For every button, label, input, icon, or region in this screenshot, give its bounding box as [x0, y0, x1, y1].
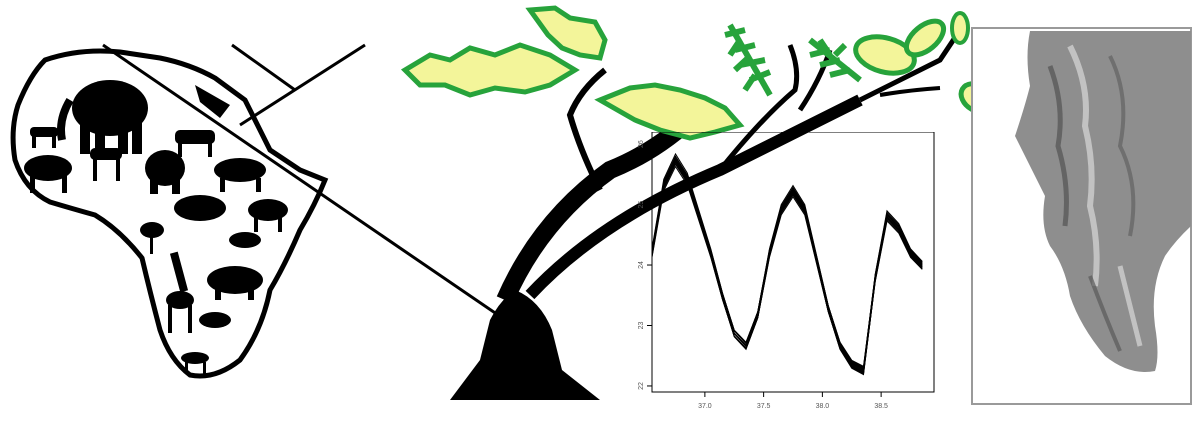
bird-icon [195, 85, 230, 118]
series-layer [651, 152, 923, 376]
compound-leaf-icon [724, 23, 773, 97]
plot-frame [651, 131, 935, 393]
x-tick-label: 38.5 [874, 403, 888, 410]
tree-trunk [450, 290, 600, 400]
x-axis-ticks: 37.0 37.5 38.0 38.5 [698, 392, 888, 410]
elephant-icon [57, 80, 148, 154]
hyena-icon [175, 130, 215, 157]
serrated-leaf-icon [400, 42, 580, 98]
africa-map [10, 48, 329, 379]
antelope-icon [90, 148, 122, 181]
y-tick-label: 24 [638, 261, 645, 269]
series-line [651, 155, 923, 369]
compound-leaf-icon [808, 37, 862, 83]
africa-map-panel [0, 30, 340, 417]
hippo-icon [174, 195, 226, 221]
simple-leaf-icon [853, 34, 917, 76]
simple-leaf-icon [903, 18, 947, 58]
shaded-relief-image [970, 26, 1193, 406]
line-chart-panel: 37.0 37.5 38.0 38.5 22 23 24 25 26 [620, 131, 945, 417]
x-tick-label: 37.5 [757, 403, 771, 410]
buffalo-icon [24, 155, 72, 193]
gazelle-icon [181, 352, 209, 374]
terrain-map [971, 27, 1192, 405]
y-tick-label: 26 [638, 140, 645, 148]
x-tick-label: 38.0 [816, 403, 830, 410]
y-tick-label: 25 [638, 201, 645, 209]
series-line [651, 152, 923, 370]
giraffe-icon [166, 251, 194, 333]
rhino-icon [207, 266, 263, 300]
serrated-leaf-icon [525, 5, 608, 61]
x-tick-label: 37.0 [698, 403, 712, 410]
lion-icon [214, 158, 266, 192]
y-axis-ticks: 22 23 24 25 26 [638, 140, 652, 390]
simple-leaf-icon [950, 11, 970, 45]
ostrich-icon [140, 222, 164, 254]
cladogram-lines [102, 43, 521, 332]
y-tick-label: 22 [638, 382, 645, 390]
gorilla-icon [145, 150, 185, 194]
line-chart: 37.0 37.5 38.0 38.5 22 23 24 25 26 [638, 131, 935, 410]
y-tick-label: 23 [638, 321, 645, 329]
warthog-icon [229, 232, 261, 248]
serrated-leaf-icon [594, 82, 745, 141]
leopard-icon [199, 312, 231, 328]
wild-dog-icon [30, 127, 58, 148]
zebra-icon [248, 199, 288, 232]
